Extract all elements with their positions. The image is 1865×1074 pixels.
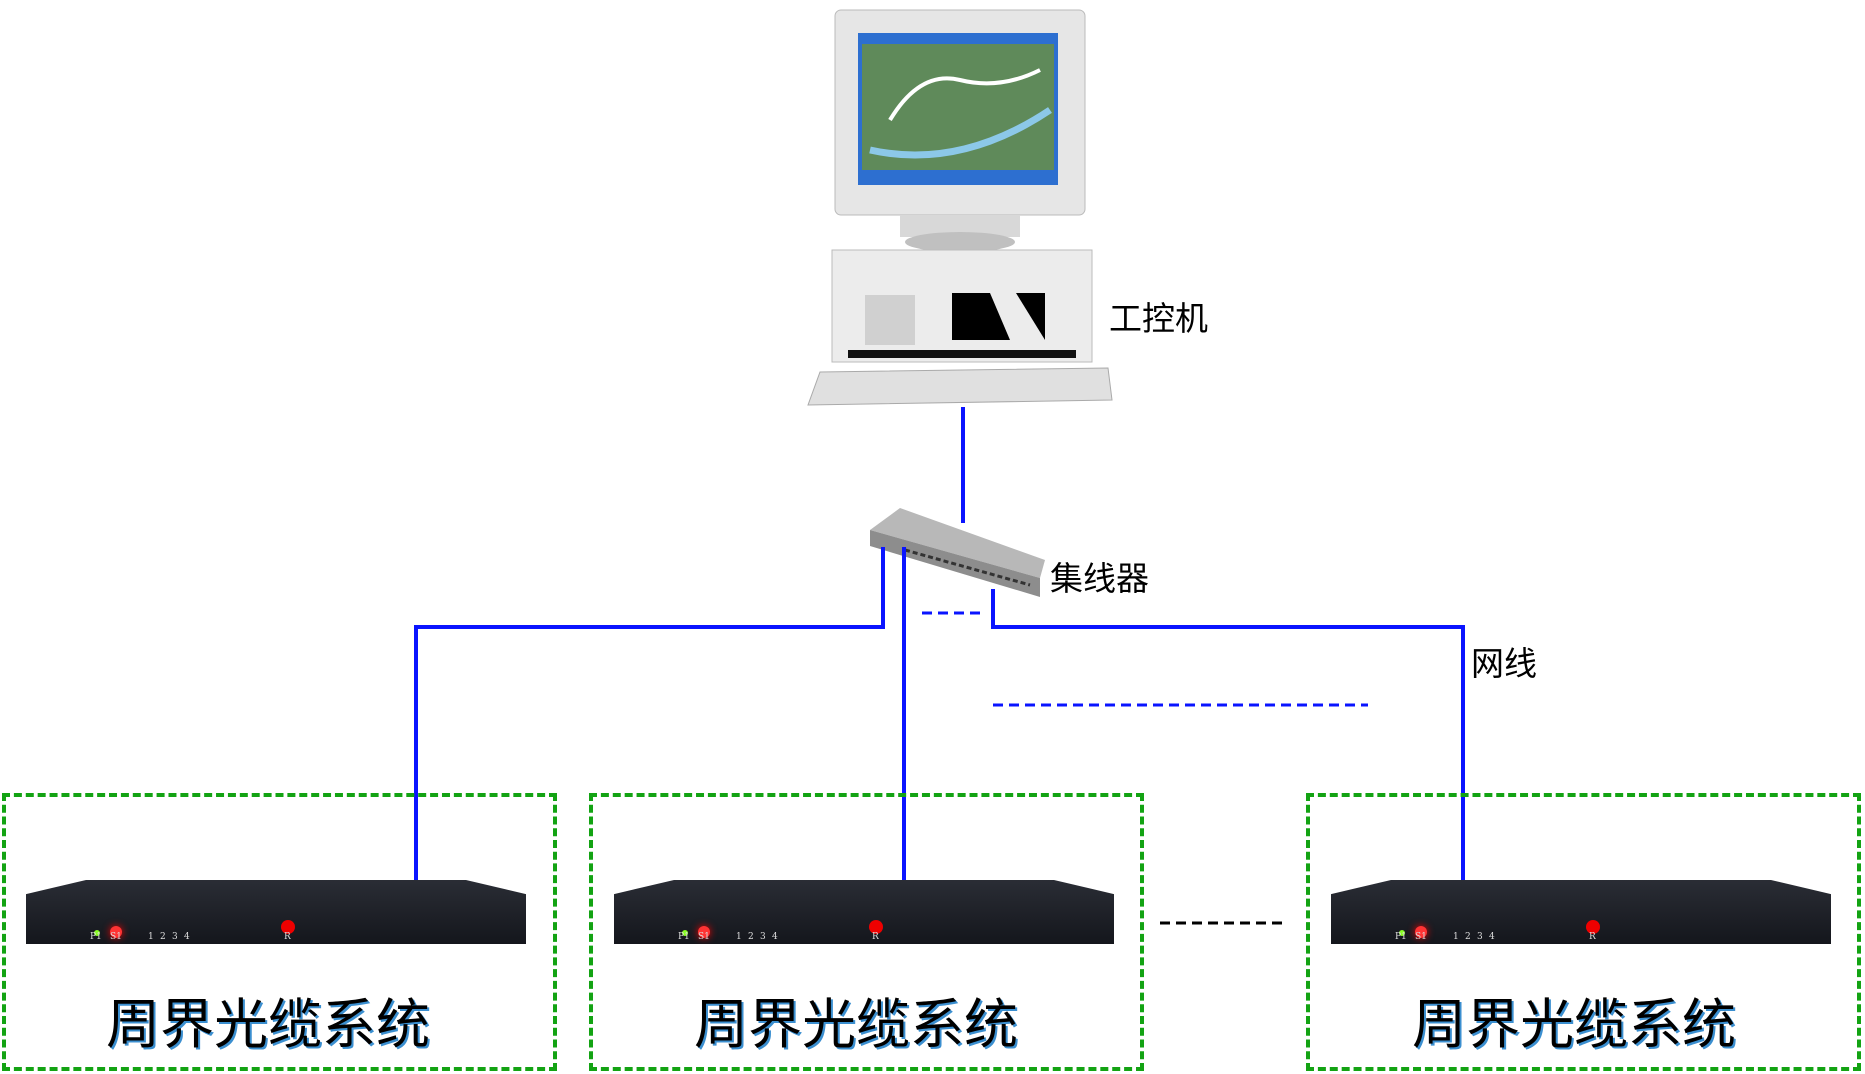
system-box-1 bbox=[2, 793, 557, 1071]
channel-label: 3 bbox=[1477, 932, 1483, 942]
hub-icon bbox=[870, 508, 1045, 597]
power-led-label: P1 bbox=[678, 932, 690, 942]
channel-label: 3 bbox=[760, 932, 766, 942]
channel-label: 2 bbox=[160, 932, 166, 942]
system-label-3: 周界光缆系统 bbox=[1412, 993, 1736, 1056]
channel-label: 1 bbox=[148, 932, 154, 942]
channel-label: 2 bbox=[1465, 932, 1471, 942]
system-box-2 bbox=[589, 793, 1144, 1071]
computer-label: 工控机 bbox=[1109, 299, 1208, 338]
cable-label: 网线 bbox=[1471, 644, 1537, 683]
channel-label: 2 bbox=[748, 932, 754, 942]
channel-label: 4 bbox=[184, 932, 190, 942]
system-label-2: 周界光缆系统 bbox=[694, 993, 1018, 1056]
fiber-device-2: P1 S1 1 2 3 4 R bbox=[614, 880, 1114, 944]
fiber-device-3: P1 S1 1 2 3 4 R bbox=[1331, 880, 1831, 944]
channel-label: 1 bbox=[1453, 932, 1459, 942]
channel-label: 4 bbox=[772, 932, 778, 942]
status-led-label: S1 bbox=[1415, 932, 1427, 942]
computer-icon bbox=[807, 9, 1113, 406]
power-led-label: P1 bbox=[1395, 932, 1407, 942]
status-led-label: S1 bbox=[110, 932, 122, 942]
reset-label: R bbox=[1589, 932, 1596, 942]
status-led-label: S1 bbox=[698, 932, 710, 942]
system-label-1: 周界光缆系统 bbox=[106, 993, 430, 1056]
channel-label: 1 bbox=[736, 932, 742, 942]
channel-label: 3 bbox=[172, 932, 178, 942]
reset-label: R bbox=[284, 932, 291, 942]
channel-label: 4 bbox=[1489, 932, 1495, 942]
power-led-label: P1 bbox=[90, 932, 102, 942]
system-box-3 bbox=[1306, 793, 1861, 1071]
reset-label: R bbox=[872, 932, 879, 942]
fiber-device-1: P1 S1 1 2 3 4 R bbox=[26, 880, 526, 944]
hub-label: 集线器 bbox=[1050, 559, 1149, 598]
network-cables bbox=[414, 407, 1465, 880]
